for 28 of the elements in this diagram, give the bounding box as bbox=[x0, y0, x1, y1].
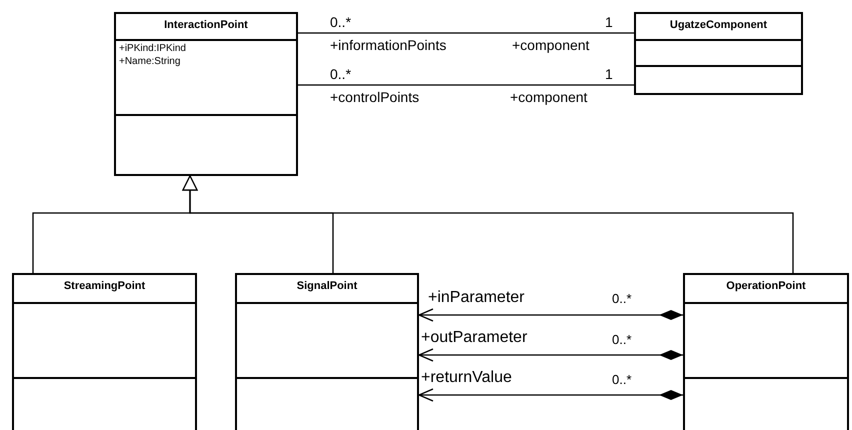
attribute-list: +iPKind:IPKind +Name:String bbox=[119, 42, 209, 68]
multiplicity-label: 1 bbox=[605, 66, 613, 82]
role-label: +component bbox=[510, 89, 588, 105]
class-box bbox=[634, 12, 803, 95]
role-label: +controlPoints bbox=[330, 89, 420, 105]
generalization-arrow bbox=[182, 175, 794, 273]
class-box bbox=[12, 273, 197, 430]
multiplicity-label: 0..* bbox=[330, 14, 352, 30]
class-name: UgatzeComponent bbox=[668, 18, 768, 33]
association-line bbox=[298, 84, 634, 86]
multiplicity-label: 0..* bbox=[612, 332, 632, 348]
class-box bbox=[235, 273, 419, 430]
class-box bbox=[683, 273, 849, 430]
multiplicity-label: 0..* bbox=[612, 372, 632, 388]
composition-arrow bbox=[418, 348, 683, 362]
class-name: StreamingPoint bbox=[62, 279, 146, 294]
class-name: InteractionPoint bbox=[163, 18, 249, 33]
role-label: +component bbox=[512, 37, 590, 53]
class-name: SignalPoint bbox=[296, 279, 358, 294]
role-label: +informationPoints bbox=[330, 37, 446, 53]
multiplicity-label: 0..* bbox=[330, 66, 352, 82]
multiplicity-label: 1 bbox=[605, 14, 613, 30]
composition-arrow bbox=[418, 388, 683, 402]
class-box bbox=[114, 12, 298, 176]
multiplicity-label: 0..* bbox=[612, 291, 632, 307]
composition-arrow bbox=[418, 308, 683, 322]
class-name: OperationPoint bbox=[725, 279, 807, 294]
association-line bbox=[298, 32, 634, 34]
